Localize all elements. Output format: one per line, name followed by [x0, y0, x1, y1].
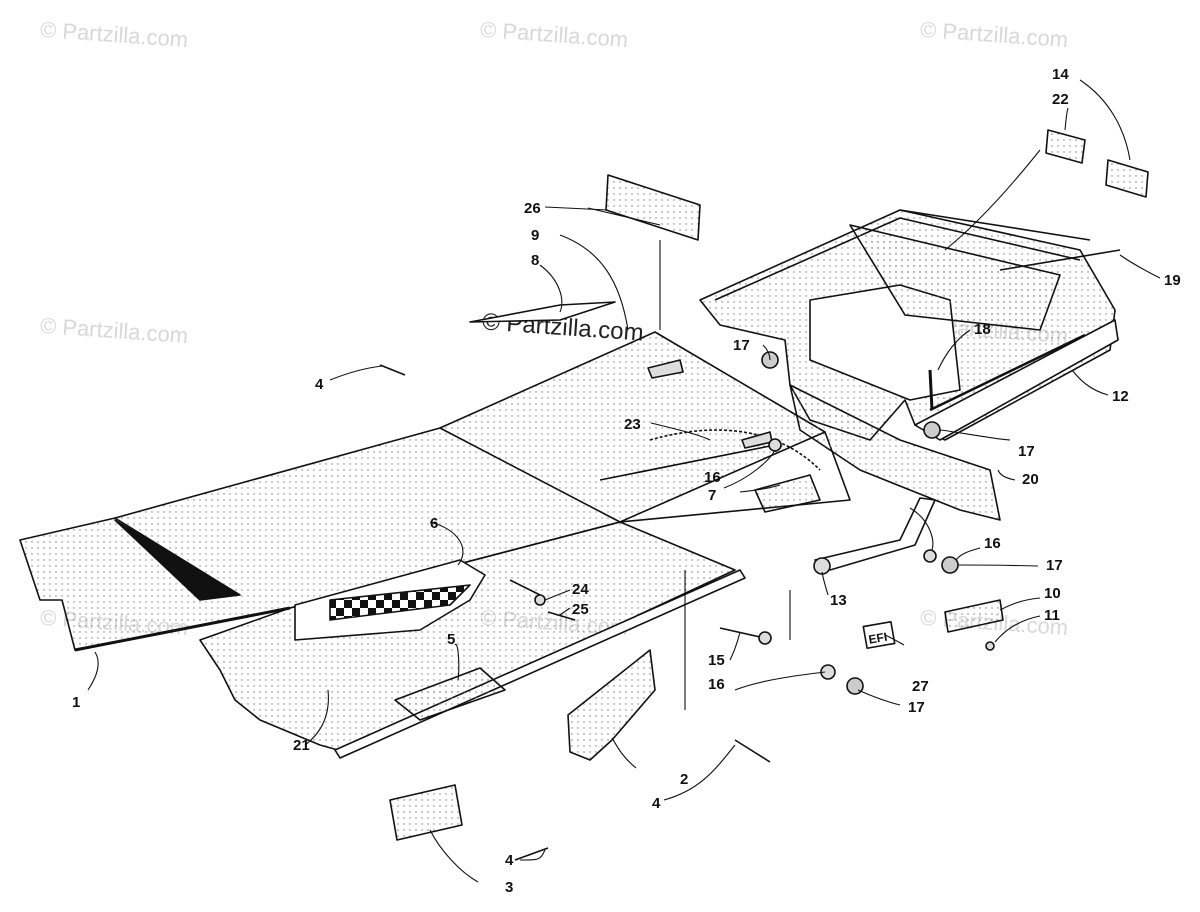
callout-8: 8: [531, 252, 540, 269]
callout-23: 23: [624, 416, 641, 433]
callout-4: 4: [315, 376, 324, 393]
callout-2: 2: [680, 771, 689, 788]
callout-1: 1: [72, 694, 81, 711]
decal-26: [605, 174, 701, 241]
callout-17: 17: [733, 337, 750, 354]
callout-21: 21: [293, 737, 310, 754]
callout-18: 18: [974, 321, 991, 338]
callout-5: 5: [447, 631, 456, 648]
callout-26: 26: [524, 200, 541, 217]
callout-4: 4: [652, 795, 661, 812]
callout-12: 12: [1112, 388, 1129, 405]
callout-16: 16: [704, 469, 721, 486]
callout-3: 3: [505, 879, 514, 896]
callout-4: 4: [505, 852, 514, 869]
callout-27: 27: [912, 678, 929, 695]
callout-7: 7: [708, 487, 717, 504]
callout-11: 11: [1044, 607, 1060, 624]
callout-6: 6: [430, 515, 439, 532]
efi-decal-text: EFI: [867, 630, 888, 647]
efi-decal: [862, 620, 896, 650]
bracket-2: [567, 649, 656, 761]
callout-10: 10: [1044, 585, 1061, 602]
callout-20: 20: [1022, 471, 1039, 488]
callout-16: 16: [708, 676, 725, 693]
plate-3: [389, 784, 463, 841]
callout-17: 17: [1018, 443, 1035, 460]
callout-16: 16: [984, 535, 1001, 552]
callout-17: 17: [908, 699, 925, 716]
callout-24: 24: [572, 581, 589, 598]
callout-22: 22: [1052, 91, 1069, 108]
callout-19: 19: [1164, 272, 1181, 289]
bumper-bar: [814, 497, 936, 571]
callout-25: 25: [572, 601, 589, 618]
callout-17: 17: [1046, 557, 1063, 574]
callout-13: 13: [830, 592, 847, 609]
decal-22: [1045, 129, 1086, 164]
decal-14: [1105, 159, 1149, 198]
callout-15: 15: [708, 652, 725, 669]
black-stripe: [114, 519, 241, 601]
rear-flap: [789, 384, 1001, 521]
callout-14: 14: [1052, 66, 1069, 83]
callout-9: 9: [531, 227, 540, 244]
